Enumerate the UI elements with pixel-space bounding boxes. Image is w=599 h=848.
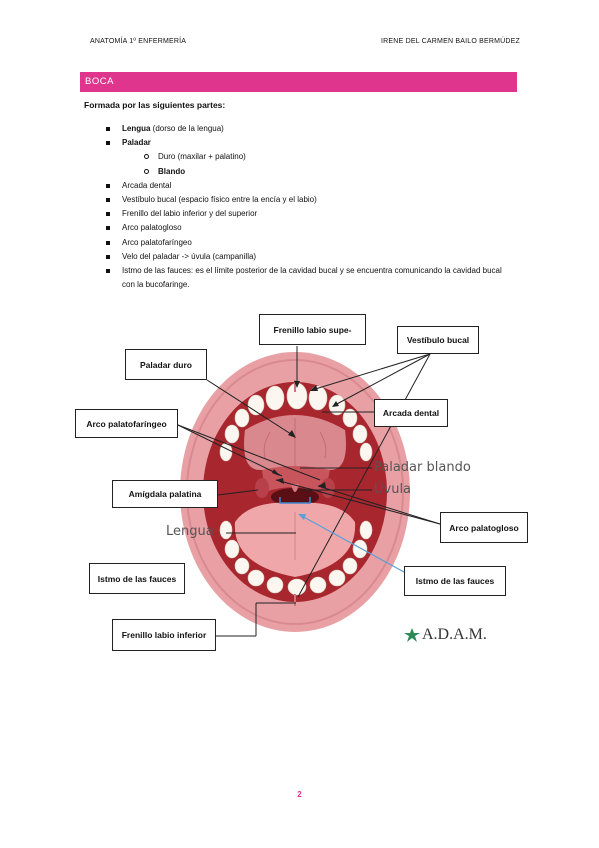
list-item: Vestíbulo bucal (espacio físico entre la… [106,193,506,207]
list-item: Arcada dental [106,179,506,193]
section-title: BOCA [85,76,114,87]
callout-istmo-fauces-left: Istmo de las fauces [89,563,185,594]
label-paladar-blando: Paladar blando [374,460,471,475]
label-uvula: Úvula [374,482,412,497]
callout-vestibulo-bucal: Vestíbulo bucal [397,326,479,354]
callout-arcada-dental: Arcada dental [374,399,448,427]
list-item: Paladar [106,136,506,150]
list-item: Arco palatogloso [106,221,506,235]
list-item: Lengua (dorso de la lengua) [106,122,506,136]
callout-arco-palatofaringeo: Arco palatofaríngeo [75,409,178,438]
header-author: IRENE DEL CARMEN BAILO BERMÚDEZ [381,38,520,45]
sub-list-item: Blando [106,165,506,179]
list-item: Velo del paladar -> úvula (campanilla) [106,250,506,264]
adam-logo-text: A.D.A.M. [422,626,487,643]
callout-paladar-duro: Paladar duro [125,349,207,380]
sub-list-item: Duro (maxilar + palatino) [106,150,506,164]
intro-text: Formada por las siguientes partes: [84,100,226,110]
list-item: Istmo de las fauces: es el límite poster… [106,264,506,292]
callout-arco-palatogloso: Arco palatogloso [440,512,528,543]
label-lengua: Lengua [166,524,214,539]
adam-star-icon [404,628,420,642]
callout-istmo-fauces-right: Istmo de las fauces [404,566,506,596]
section-banner: BOCA [80,72,517,92]
callout-amigdala-palatina: Amígdala palatina [112,480,218,508]
list-item: Frenillo del labio inferior y del superi… [106,207,506,221]
header-course: ANATOMÍA 1º ENFERMERÍA [90,38,187,45]
list-item: Arco palatofaríngeo [106,236,506,250]
callout-frenillo-superior: Frenillo labio supe- [259,314,366,345]
callout-frenillo-inferior: Frenillo labio inferior [112,619,216,651]
adam-logo: A.D.A.M. [404,626,487,644]
page-number: 2 [297,790,302,799]
parts-list: Lengua (dorso de la lengua) Paladar Duro… [106,122,506,292]
